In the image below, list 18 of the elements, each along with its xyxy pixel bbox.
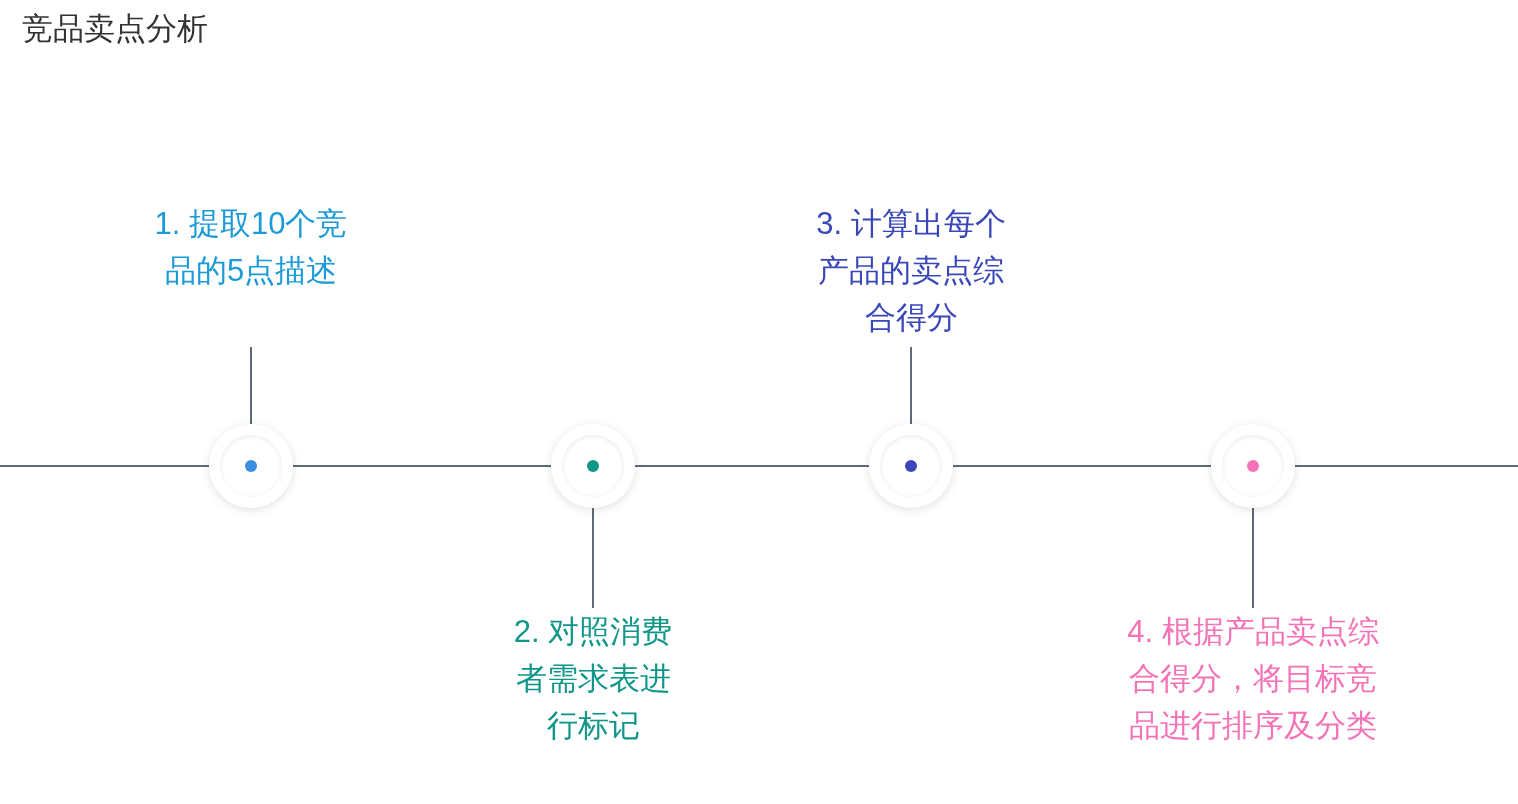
leader-line (250, 346, 252, 425)
timeline-line (952, 465, 1212, 467)
leader-line (910, 346, 912, 425)
timeline-marker (1211, 424, 1295, 508)
step-text: 3. 计算出每个产品的卖点综合得分 (815, 205, 1007, 337)
leader-line (592, 507, 594, 609)
timeline-line (634, 465, 870, 467)
step-text: 2. 对照消费者需求表进行标记 (512, 613, 674, 745)
leader-line (1252, 507, 1254, 609)
page-title: 竞品卖点分析 (22, 10, 208, 48)
timeline-line (1294, 465, 1518, 467)
timeline-marker (551, 424, 635, 508)
timeline-line (0, 465, 210, 467)
step-text: 4. 根据产品卖点综合得分，将目标竞品进行排序及分类 (1126, 613, 1380, 745)
timeline-marker (209, 424, 293, 508)
timeline-marker (869, 424, 953, 508)
timeline-line (292, 465, 552, 467)
step-text: 1. 提取10个竞品的5点描述 (153, 205, 349, 290)
